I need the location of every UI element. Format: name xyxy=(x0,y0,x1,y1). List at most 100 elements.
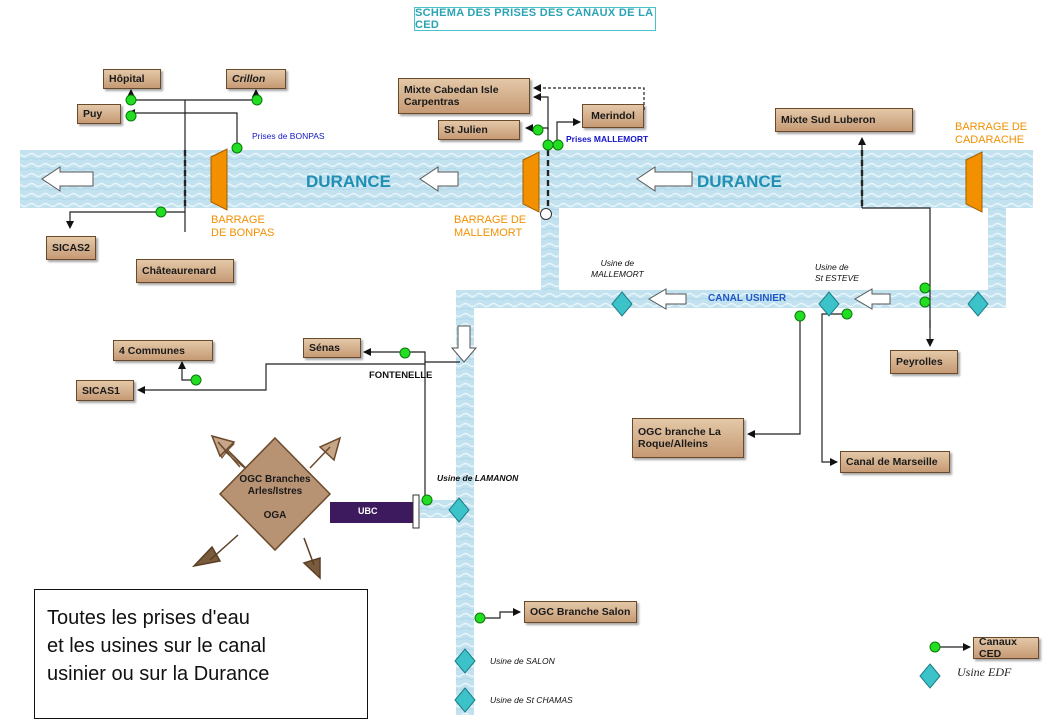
barrage-cadarache-line2: CADARACHE xyxy=(955,134,1025,146)
barrage-cadarache-label: BARRAGE DE CADARACHE xyxy=(955,121,1027,147)
ubc-label: UBC xyxy=(358,506,378,516)
line-to-hopital xyxy=(127,89,185,101)
fontenelle-label: FONTENELLE xyxy=(369,370,433,381)
line-to-sicas1 xyxy=(137,363,425,394)
usine-lamanon-label: Usine de LAMANON xyxy=(437,473,519,483)
usine-salon-label: Usine de SALON xyxy=(490,656,555,666)
usine-mallemort-icon xyxy=(611,291,633,317)
barrage-bonpas-line2: DE BONPAS xyxy=(211,227,275,239)
box-peyrolles: Peyrolles xyxy=(890,350,958,374)
legend-box-canaux-ced: Canaux CED xyxy=(973,636,1039,660)
mallemort-valve xyxy=(540,208,552,220)
prise-ubc xyxy=(421,494,433,506)
box-sicas1: SICAS1 xyxy=(76,380,134,401)
legend-prise-icon xyxy=(929,641,941,653)
barrage-bonpas xyxy=(210,148,228,211)
prise-bonpas xyxy=(231,142,243,154)
usine-lamanon-icon xyxy=(448,497,470,523)
line-to-mixte-cabedan xyxy=(533,93,549,130)
usine-mallemort-line1: Usine de xyxy=(600,258,635,268)
prises-mallemort-label: Prises MALLEMORT xyxy=(566,134,649,144)
prises-bonpas-label: Prises de BONPAS xyxy=(252,131,325,141)
prise-st-julien xyxy=(532,124,544,136)
usine-cadarache-icon xyxy=(967,291,989,317)
box-ogc-roque: OGC branche La Roque/Alleins xyxy=(632,418,744,458)
oga-label-line1: OGC Branches xyxy=(239,474,311,485)
usine-mallemort-label: Usine de MALLEMORT xyxy=(591,258,644,280)
river-label-durance-1: DURANCE xyxy=(306,172,391,191)
box-chateaurenard: Châteaurenard xyxy=(136,259,234,283)
box-sicas2: SICAS2 xyxy=(46,236,96,260)
box-canal-marseille: Canal de Marseille xyxy=(840,451,950,473)
box-mixte-sud-luberon: Mixte Sud Luberon xyxy=(775,108,913,132)
line-to-canal-marseille xyxy=(821,313,847,466)
box-mixte-cabedan-line2: Carpentras xyxy=(404,96,460,108)
usine-st-esteve-line2: St ESTEVE xyxy=(815,273,859,283)
box-senas: Sénas xyxy=(303,338,361,358)
barrage-cadarache-line1: BARRAGE DE xyxy=(955,121,1028,133)
line-to-ogc-roque xyxy=(747,315,801,438)
prise-peyrolles-1 xyxy=(919,282,931,294)
note-box: Toutes les prises d'eau et les usines su… xyxy=(34,589,368,719)
prise-senas xyxy=(399,347,411,359)
line-to-sicas2 xyxy=(66,211,185,229)
diagram-title: SCHEMA DES PRISES DES CANAUX DE LA CED xyxy=(414,7,656,31)
barrage-bonpas-label: BARRAGE DE BONPAS xyxy=(211,214,274,240)
box-st-julien: St Julien xyxy=(438,120,520,140)
canal-flow-arrow-down xyxy=(450,325,478,363)
box-ogc-roque-line2: Roque/Alleins xyxy=(638,438,709,450)
box-puy: Puy xyxy=(77,104,121,124)
usine-st-esteve-line1: Usine de xyxy=(815,262,849,272)
legend-usine-icon xyxy=(919,663,941,689)
oga-label-line2: Arles/Istres xyxy=(247,486,303,497)
prise-sicas2 xyxy=(155,206,167,218)
oga-arrow-lr xyxy=(302,537,321,580)
cadarache-outflow-channel xyxy=(988,208,1006,306)
note-line-1: Toutes les prises d'eau xyxy=(47,607,250,629)
box-hopital: Hôpital xyxy=(103,69,161,89)
barrage-cadarache xyxy=(965,151,983,213)
barrage-mallemort-label: BARRAGE DE MALLEMORT xyxy=(454,214,526,240)
flow-arrow-left-1 xyxy=(41,166,94,192)
usine-mallemort-line2: MALLEMORT xyxy=(591,269,644,279)
prise-crillon xyxy=(251,94,263,106)
ubc-pipe xyxy=(330,502,415,523)
prise-4-communes xyxy=(190,374,202,386)
prise-puy xyxy=(125,110,137,122)
canal-flow-arrow-2 xyxy=(854,288,891,310)
box-4-communes: 4 Communes xyxy=(113,340,213,361)
barrage-mallemort-line1: BARRAGE DE xyxy=(454,214,527,226)
box-merindol: Merindol xyxy=(582,104,644,128)
oga-label: OGC Branches Arles/Istres OGA xyxy=(236,474,314,522)
line-to-merindol-dashed xyxy=(533,84,645,110)
box-ogc-salon: OGC Branche Salon xyxy=(524,601,637,623)
barrage-bonpas-line1: BARRAGE xyxy=(211,214,265,226)
oga-diamond xyxy=(218,436,332,552)
oga-label-line3 xyxy=(236,498,314,510)
line-cadarache-canal xyxy=(862,207,931,328)
canal-flow-arrow-1 xyxy=(648,288,687,310)
canal-usinier-label: CANAL USINIER xyxy=(708,293,787,304)
barrage-mallemort xyxy=(522,151,540,213)
prise-ogc-salon xyxy=(474,612,486,624)
oga-arrow-ul xyxy=(210,434,241,468)
usine-st-chamas-icon xyxy=(454,687,476,713)
oga-arrow-ur xyxy=(309,436,342,469)
oga-arrows xyxy=(191,434,342,580)
flow-arrow-left-3 xyxy=(636,166,693,192)
line-to-merindol xyxy=(556,118,581,145)
canal-usinier-vertical xyxy=(456,290,474,715)
note-line-2: et les usines sur le canal xyxy=(47,635,267,657)
usine-st-chamas-label: Usine de St CHAMAS xyxy=(490,695,573,705)
prise-hopital xyxy=(125,94,137,106)
flow-arrow-left-2 xyxy=(419,166,459,192)
note-line-3: usinier ou sur la Durance xyxy=(47,663,270,685)
barrage-mallemort-line2: MALLEMORT xyxy=(454,227,523,239)
usine-st-esteve-icon xyxy=(818,291,840,317)
prise-mallemort-2 xyxy=(552,139,564,151)
prise-ogc-roque xyxy=(794,310,806,322)
box-mixte-cabedan: Mixte Cabedan Isle Carpentras xyxy=(398,78,530,114)
ubc-connector xyxy=(412,494,420,529)
box-mixte-cabedan-line1: Mixte Cabedan Isle xyxy=(404,84,499,96)
